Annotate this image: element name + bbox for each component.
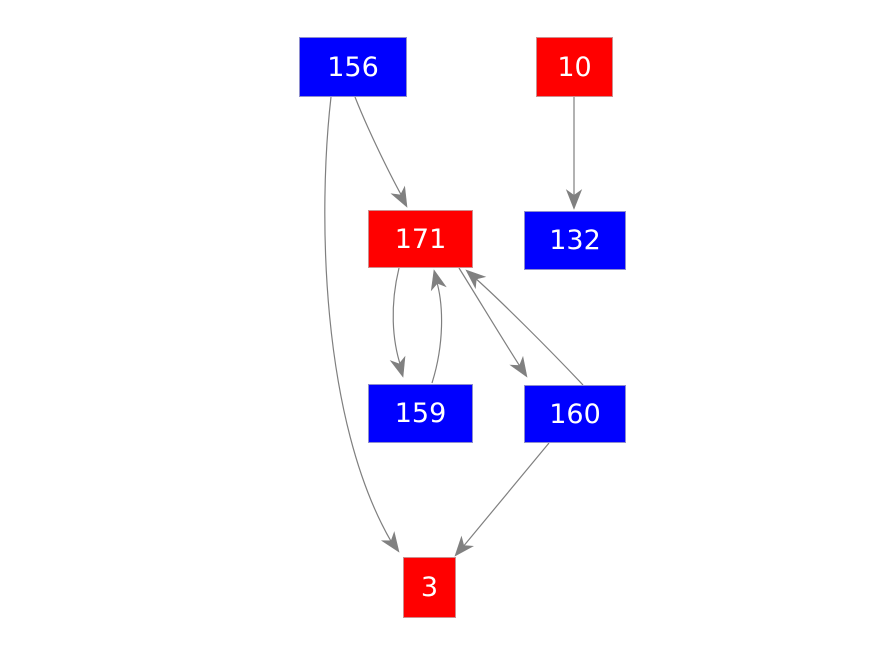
edge-arrowhead (565, 189, 583, 210)
graph-node-label: 156 (327, 51, 379, 83)
edge-arrowhead (430, 269, 447, 292)
graph-edge (324, 96, 393, 544)
edge-arrowhead (454, 535, 474, 557)
graph-node-label: 3 (420, 572, 439, 603)
graph-edge (458, 267, 522, 369)
edge-arrowhead (509, 355, 528, 378)
graph-node-label: 159 (394, 398, 447, 429)
graph-node-171[interactable]: 171 (368, 210, 473, 268)
graph-edge (392, 267, 402, 368)
graph-node-132[interactable]: 132 (524, 211, 626, 270)
graph-edge (473, 276, 584, 386)
edge-arrowhead (465, 269, 487, 290)
graph-node-label: 132 (549, 225, 601, 256)
graph-node-156[interactable]: 156 (299, 37, 407, 97)
graph-node-10[interactable]: 10 (536, 37, 613, 97)
graph-node-159[interactable]: 159 (368, 384, 473, 443)
edge-arrowhead (380, 531, 400, 553)
graph-node-3[interactable]: 3 (403, 557, 456, 618)
graph-edge (354, 96, 405, 201)
graph-node-160[interactable]: 160 (524, 385, 626, 443)
graph-node-label: 171 (394, 223, 447, 255)
graph-node-label: 10 (557, 51, 592, 83)
graph-node-label: 160 (549, 398, 601, 430)
graph-edge (461, 442, 550, 549)
edge-arrowhead (390, 185, 408, 208)
edge-arrowhead (389, 355, 406, 378)
graph-edge (431, 278, 443, 384)
